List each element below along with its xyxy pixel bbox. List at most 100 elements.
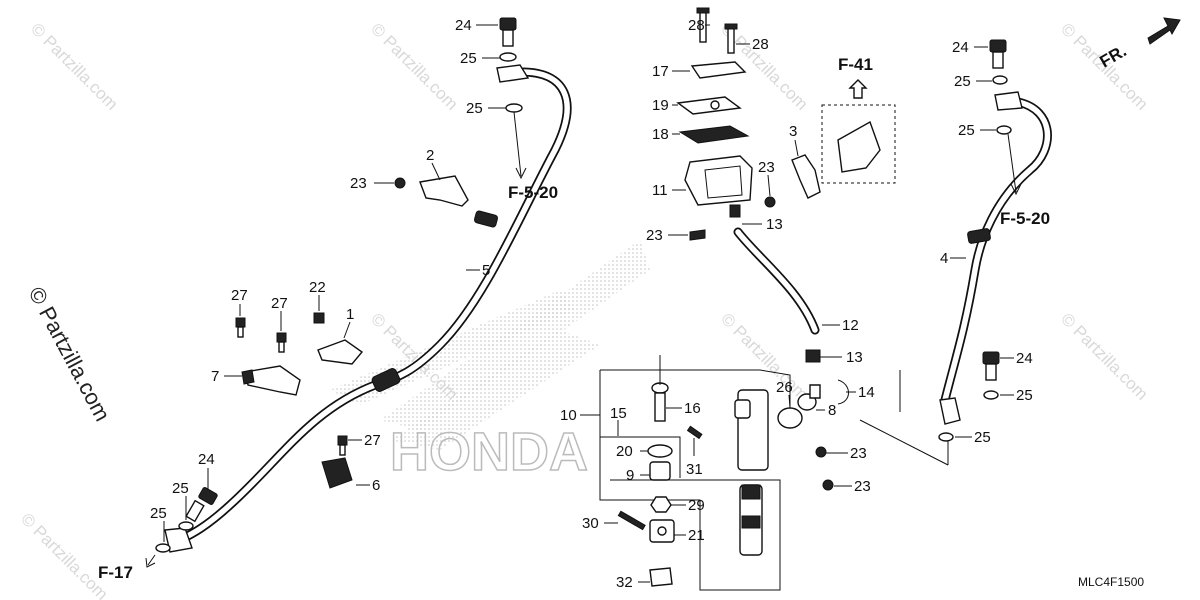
washer-25b — [505, 103, 523, 113]
clamp-1 — [317, 339, 364, 365]
callout-9: 9 — [626, 467, 634, 484]
frame-bracket-f41 — [837, 120, 881, 173]
bolt-23c — [689, 229, 706, 241]
oring-26 — [777, 407, 803, 429]
ref-f17: F-17 — [98, 563, 133, 582]
bolt-23b — [764, 196, 776, 208]
bolt-23a — [394, 177, 406, 189]
callout-24: 24 — [455, 17, 472, 34]
callout-13: 13 — [846, 349, 863, 366]
right-hose-assembly — [938, 39, 1052, 442]
callout-12: 12 — [842, 317, 859, 334]
washer-25d — [155, 543, 171, 553]
callout-25: 25 — [172, 480, 189, 497]
callout-23: 23 — [758, 159, 775, 176]
callout-32: 32 — [616, 574, 633, 591]
diaphragm-18 — [678, 125, 750, 144]
banjo-bolt-24c — [989, 39, 1007, 53]
callout-23: 23 — [850, 445, 867, 462]
clip-13a — [729, 204, 741, 218]
callout-27: 27 — [231, 287, 248, 304]
callout-28: 28 — [752, 36, 769, 53]
pin-30 — [617, 510, 646, 531]
hose-fitting-top-right — [994, 91, 1023, 111]
hose-fitting-bottom-right — [939, 397, 961, 425]
circlip-20 — [647, 444, 673, 458]
callout-25: 25 — [460, 50, 477, 67]
clamp-6 — [321, 457, 353, 489]
bolt-23e — [822, 479, 834, 491]
clamp-7 — [244, 365, 301, 396]
callout-18: 18 — [652, 126, 669, 143]
washer-25f — [996, 125, 1012, 135]
plate-19 — [676, 96, 742, 115]
washer-25e — [992, 75, 1008, 85]
ref-f520-left: F-5-20 — [508, 183, 558, 202]
callout-6: 6 — [372, 477, 380, 494]
callout-23: 23 — [854, 478, 871, 495]
side-watermark: © Partzilla.com — [24, 283, 116, 426]
washer-25g — [983, 390, 999, 400]
reservoir-11 — [684, 155, 753, 206]
hose-grommet — [371, 368, 401, 392]
washer-25c — [178, 521, 194, 531]
callout-22: 22 — [309, 279, 326, 296]
bolt-27c — [337, 435, 348, 446]
bolt-shank — [185, 499, 205, 523]
front-direction-indicator: FR. — [1097, 17, 1181, 71]
bolt-23d — [815, 446, 827, 458]
callout-21: 21 — [688, 527, 705, 544]
bracket-3 — [791, 154, 821, 199]
clip-13b — [805, 349, 821, 363]
assembly-bracket-lines — [599, 369, 901, 591]
callout-15: 15 — [610, 405, 627, 422]
left-hose-assembly — [145, 17, 572, 568]
callout-25: 25 — [954, 73, 971, 90]
callout-16: 16 — [684, 400, 701, 417]
pin-31 — [686, 425, 703, 440]
clamp-2 — [419, 175, 469, 207]
callout-numbers: 24 25 25 2 23 5 27 27 22 1 7 27 6 24 25 … — [150, 17, 1033, 591]
left-clamps — [235, 175, 469, 489]
callout-25: 25 — [466, 100, 483, 117]
watermark-text: © Partzilla.com — [17, 509, 111, 600]
bolt-27b — [276, 332, 287, 343]
callout-7: 7 — [211, 368, 219, 385]
arrow-up-icon — [848, 79, 868, 99]
bolt-shank — [502, 29, 514, 47]
hose-grommet — [967, 228, 991, 244]
callout-10: 10 — [560, 407, 577, 424]
ref-f520-right: F-5-20 — [1000, 209, 1050, 228]
bolt-27a — [235, 317, 246, 328]
callout-24: 24 — [952, 39, 969, 56]
callout-11: 11 — [652, 182, 668, 199]
banjo-bolt-24 — [499, 17, 517, 31]
reservoir-cap-17 — [690, 61, 747, 79]
clip-32 — [649, 567, 673, 587]
callout-26: 26 — [776, 379, 793, 396]
callout-2: 2 — [426, 147, 434, 164]
circlip-14 — [837, 379, 849, 405]
ref-f41: F-41 — [838, 55, 873, 74]
callout-25: 25 — [974, 429, 991, 446]
watermark-text: © Partzilla.com — [367, 19, 461, 113]
callout-25: 25 — [1016, 387, 1033, 404]
honda-logo-watermark: HONDA — [390, 422, 588, 482]
callout-20: 20 — [616, 443, 633, 460]
drawing-code: MLC4F1500 — [1078, 575, 1144, 589]
washer-25a — [499, 52, 517, 62]
callout-27: 27 — [271, 295, 288, 312]
callout-25: 25 — [958, 122, 975, 139]
master-cylinder-assembly — [599, 355, 949, 591]
boot-9 — [649, 461, 671, 481]
callout-23: 23 — [350, 175, 367, 192]
callout-28: 28 — [688, 17, 705, 34]
callout-5: 5 — [482, 262, 490, 279]
bolt-22 — [313, 312, 325, 324]
callout-17: 17 — [652, 63, 669, 80]
callout-8: 8 — [828, 402, 836, 419]
hose-fitting-top — [496, 64, 530, 83]
callout-13: 13 — [766, 216, 783, 233]
callout-4: 4 — [940, 250, 948, 267]
